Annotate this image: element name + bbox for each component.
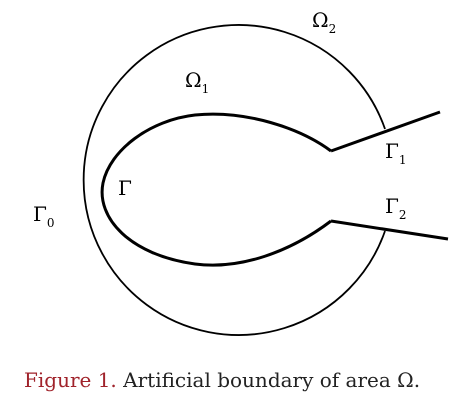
label-gamma0: Γ0 — [33, 202, 55, 230]
label-gamma1: Γ1 — [385, 139, 407, 167]
lower-channel-wall — [330, 219, 449, 241]
upper-channel-wall — [330, 110, 441, 153]
caption-text: Artificial boundary of area Ω. — [116, 368, 421, 392]
label-gamma2: Γ2 — [385, 194, 407, 222]
label-omega2: Ω2 — [312, 8, 336, 36]
label-gamma: Γ — [118, 176, 132, 200]
outer-boundary-gamma0 — [82, 24, 386, 336]
figure-caption: Figure 1. Artificial boundary of area Ω. — [24, 368, 420, 392]
figure-number: Figure 1. — [24, 368, 117, 392]
inner-boundary-gamma — [100, 112, 332, 267]
label-omega1: Ω1 — [185, 68, 209, 96]
